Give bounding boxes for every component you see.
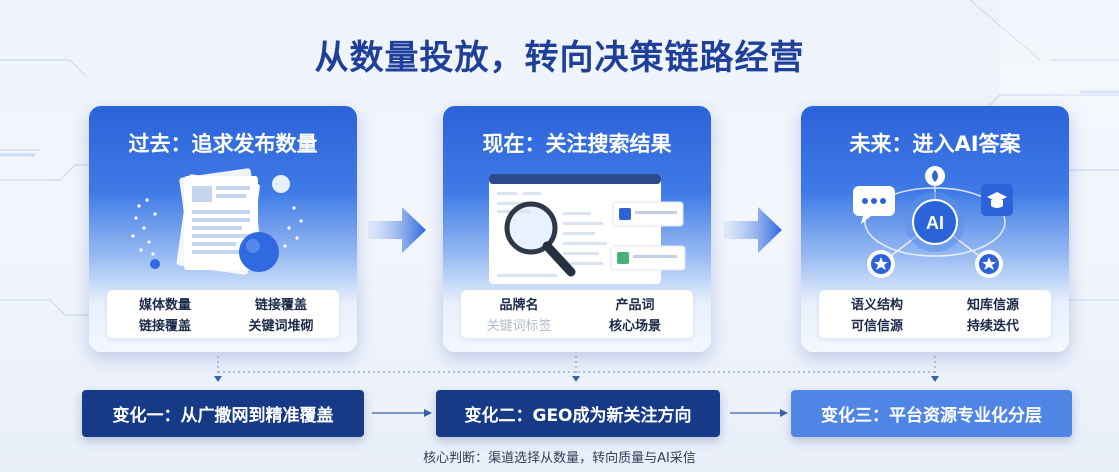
page-title: 从数量投放，转向决策链路经营 xyxy=(314,38,805,78)
tag: 知库信源 xyxy=(966,298,1019,313)
change-three: 变化三：平台资源专业化分层 xyxy=(791,390,1072,437)
document-stack-icon xyxy=(131,168,303,275)
tag: 媒体数量 xyxy=(138,298,191,313)
tag: 品牌名 xyxy=(499,298,539,313)
tag: 关键词标签 xyxy=(486,319,552,334)
card-present-title: 现在：关注搜索结果 xyxy=(482,132,672,156)
change-two: 变化二：GEO成为新关注方向 xyxy=(436,390,720,437)
ai-label: AI xyxy=(926,213,944,233)
footer-note: 核心判断：渠道选择从数量，转向质量与AI采信 xyxy=(423,451,696,466)
card-present-tags: 品牌名 产品词 关键词标签 核心场景 xyxy=(461,290,693,338)
tag: 语义结构 xyxy=(850,298,903,313)
tag: 关键词堆砌 xyxy=(248,319,314,334)
chat-bubble-icon xyxy=(853,186,895,224)
magnifier-icon xyxy=(489,174,686,284)
chevron-right-arrow-icon xyxy=(368,207,426,253)
star-icon xyxy=(975,250,1003,278)
tag: 核心场景 xyxy=(608,319,661,334)
tag: 链接覆盖 xyxy=(254,298,307,313)
tag: 链接覆盖 xyxy=(138,319,191,334)
card-past-title: 过去：追求发布数量 xyxy=(128,132,318,156)
card-present: 现在：关注搜索结果 品牌名 产品词 关键词标签 核心场景 xyxy=(443,106,711,352)
tag: 持续迭代 xyxy=(966,319,1019,334)
ai-hub-icon: AI xyxy=(853,166,1013,278)
card-future: 未来：进入AI答案 AI xyxy=(801,106,1069,352)
card-past-tags: 媒体数量 链接覆盖 链接覆盖 关键词堆砌 xyxy=(107,290,339,338)
chevron-right-arrow-icon xyxy=(724,207,782,253)
star-icon xyxy=(867,250,895,278)
change-one: 变化一：从广撒网到精准覆盖 xyxy=(82,390,364,437)
graduation-cap-icon xyxy=(981,184,1013,216)
card-future-tags: 语义结构 知库信源 可信信源 持续迭代 xyxy=(819,290,1051,338)
tag: 可信信源 xyxy=(850,319,903,334)
tag: 产品词 xyxy=(615,298,655,313)
card-past: 过去：追求发布数量 媒体数量 xyxy=(89,106,357,352)
card-future-title: 未来：进入AI答案 xyxy=(849,132,1021,156)
